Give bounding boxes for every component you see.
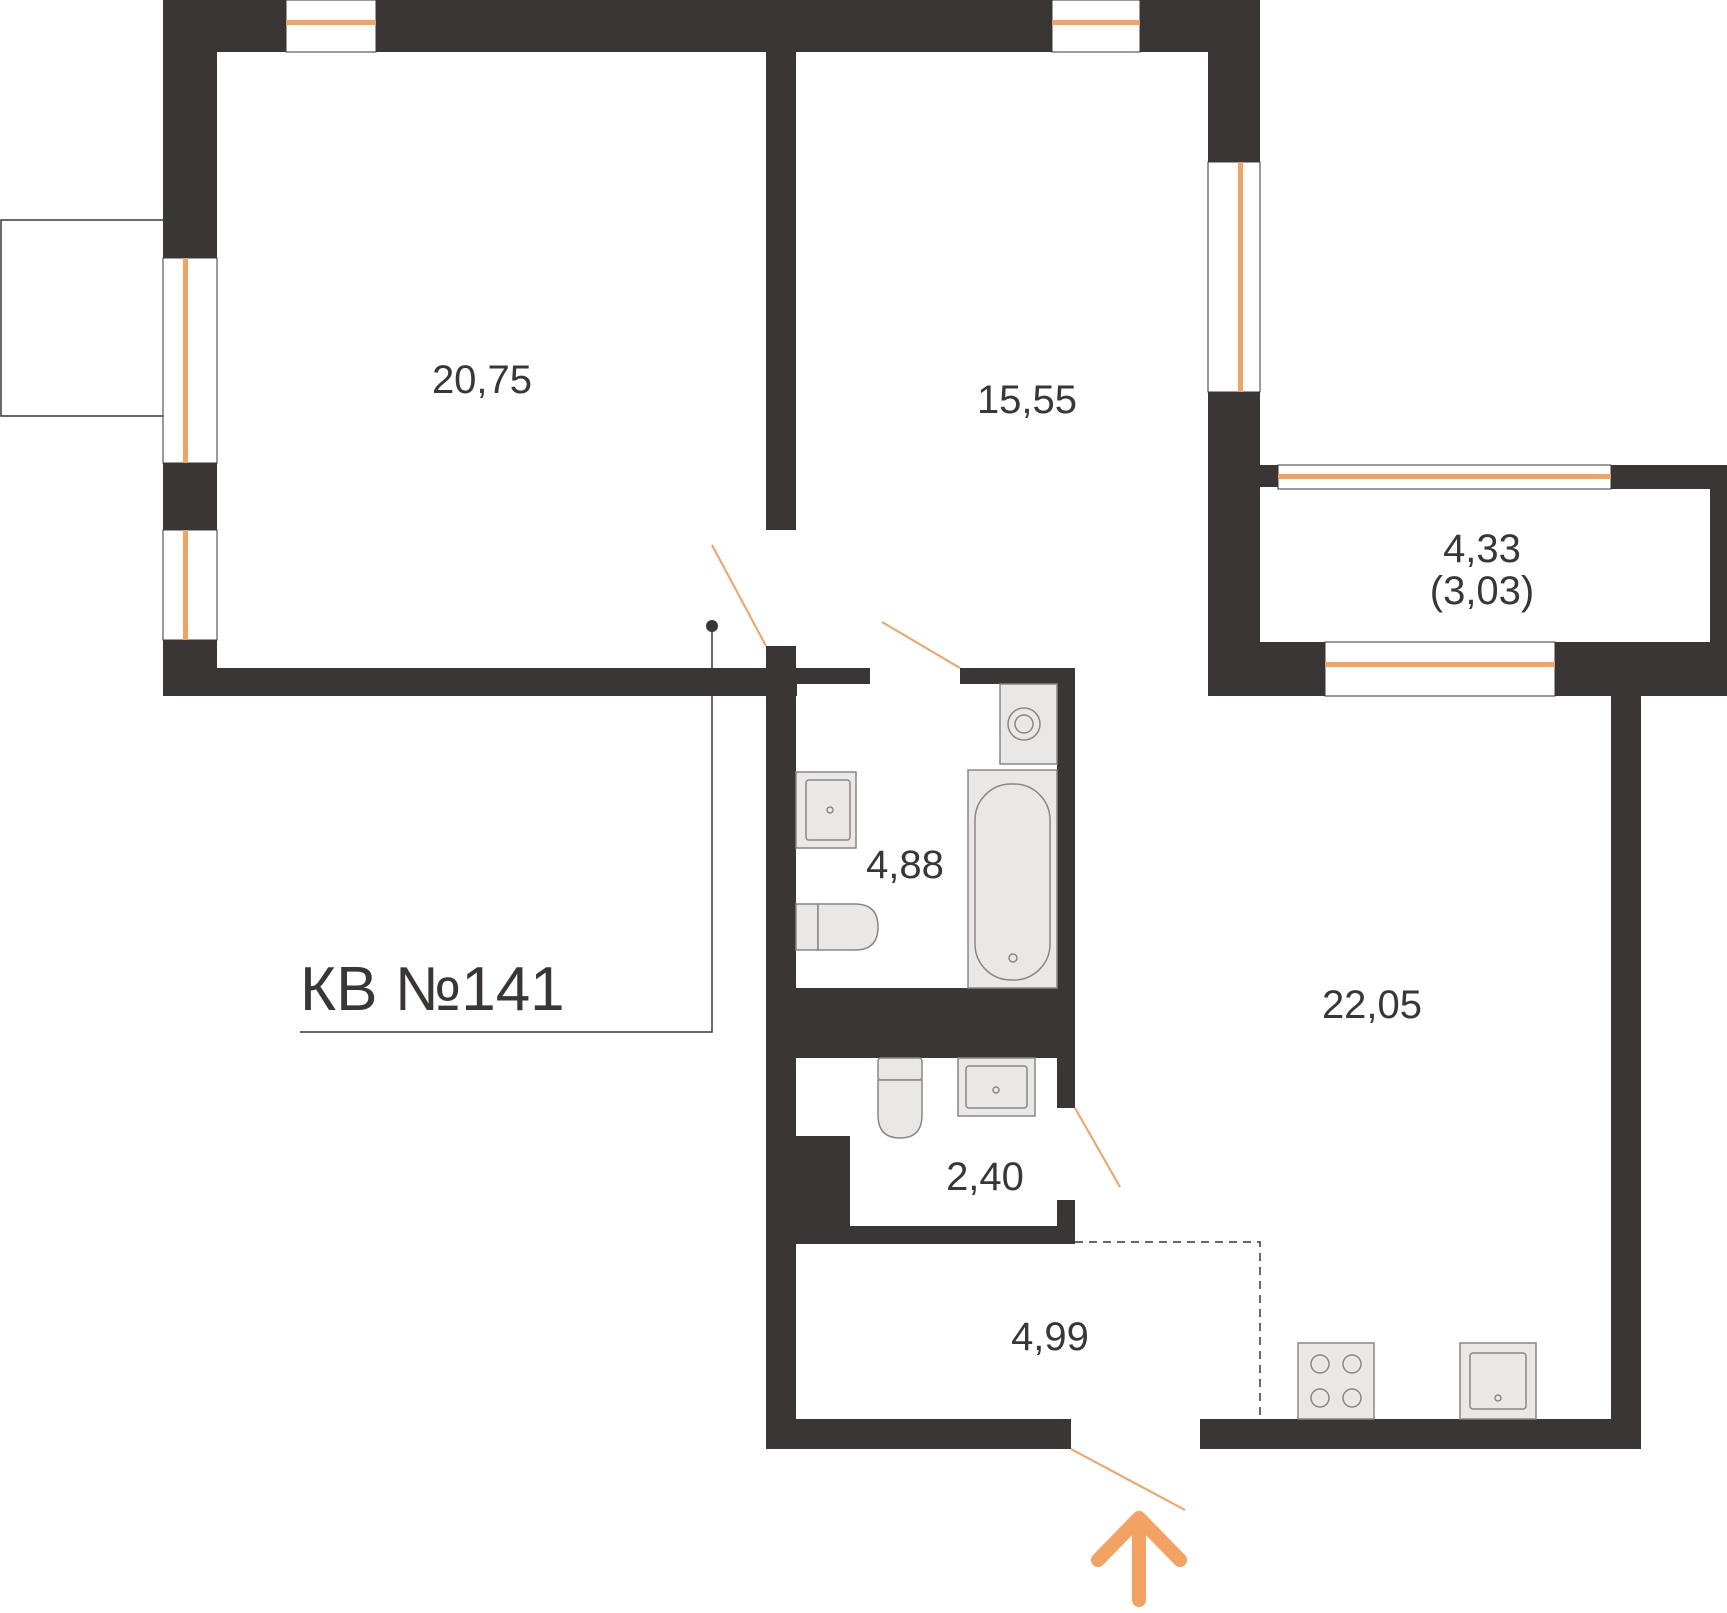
area-balcony: 4,33 <box>1443 527 1521 571</box>
kitchen-sink-icon <box>1459 1342 1537 1420</box>
wall-partition-ab <box>766 52 796 530</box>
wall-balcony-top-left <box>1260 465 1278 487</box>
window-balcony-bottom <box>1324 641 1556 697</box>
door-wc <box>1074 1107 1121 1188</box>
wall-balcony-right <box>1710 465 1727 696</box>
sink-icon <box>795 771 857 849</box>
window-balcony-top <box>1277 464 1612 490</box>
window-top-right <box>1051 0 1141 53</box>
wc-toilet-icon <box>877 1057 923 1139</box>
window-top-left <box>285 0 377 53</box>
wall-bath-left <box>766 684 796 1449</box>
wall-bottom-right <box>1200 1419 1641 1449</box>
toilet-icon <box>795 903 879 951</box>
window-left-upper <box>162 257 218 464</box>
outdoor-outline <box>0 219 165 417</box>
area-room-b: 15,55 <box>977 378 1077 422</box>
wall-bath-bottom <box>796 988 1075 1058</box>
door-entrance <box>1070 1448 1186 1511</box>
wall-stub-2 <box>796 668 870 684</box>
wall-wc-shaft <box>796 1136 850 1226</box>
area-room-a: 20,75 <box>432 358 532 402</box>
window-right <box>1207 161 1261 393</box>
wc-sink-icon <box>957 1057 1036 1117</box>
apartment-label: КВ №141 <box>300 955 565 1024</box>
stove-icon <box>1297 1342 1375 1420</box>
area-kitchen-living: 22,05 <box>1322 983 1422 1027</box>
wall-stub-3 <box>960 668 1075 684</box>
wall-wc-bottom <box>796 1226 1075 1244</box>
area-balcony-reduced: (3,03) <box>1430 569 1535 613</box>
wall-room-a-bottom <box>163 668 797 696</box>
window-left-lower <box>162 529 218 641</box>
wall-balcony-top-right <box>1611 465 1727 489</box>
wall-bottom-left <box>766 1419 1071 1449</box>
door-room-a <box>711 544 767 647</box>
wall-kitchen-right <box>1611 696 1641 1449</box>
area-hallway: 4,99 <box>1011 1315 1089 1359</box>
leader-line <box>300 626 713 1033</box>
bathtub-icon <box>967 769 1058 989</box>
washing-machine-icon <box>999 683 1058 765</box>
area-wc: 2,40 <box>946 1155 1024 1199</box>
area-bathroom: 4,88 <box>866 843 944 887</box>
entrance-arrow-icon <box>1091 1511 1187 1607</box>
door-bathroom <box>881 621 961 669</box>
hallway-zone-line <box>1075 1241 1261 1419</box>
